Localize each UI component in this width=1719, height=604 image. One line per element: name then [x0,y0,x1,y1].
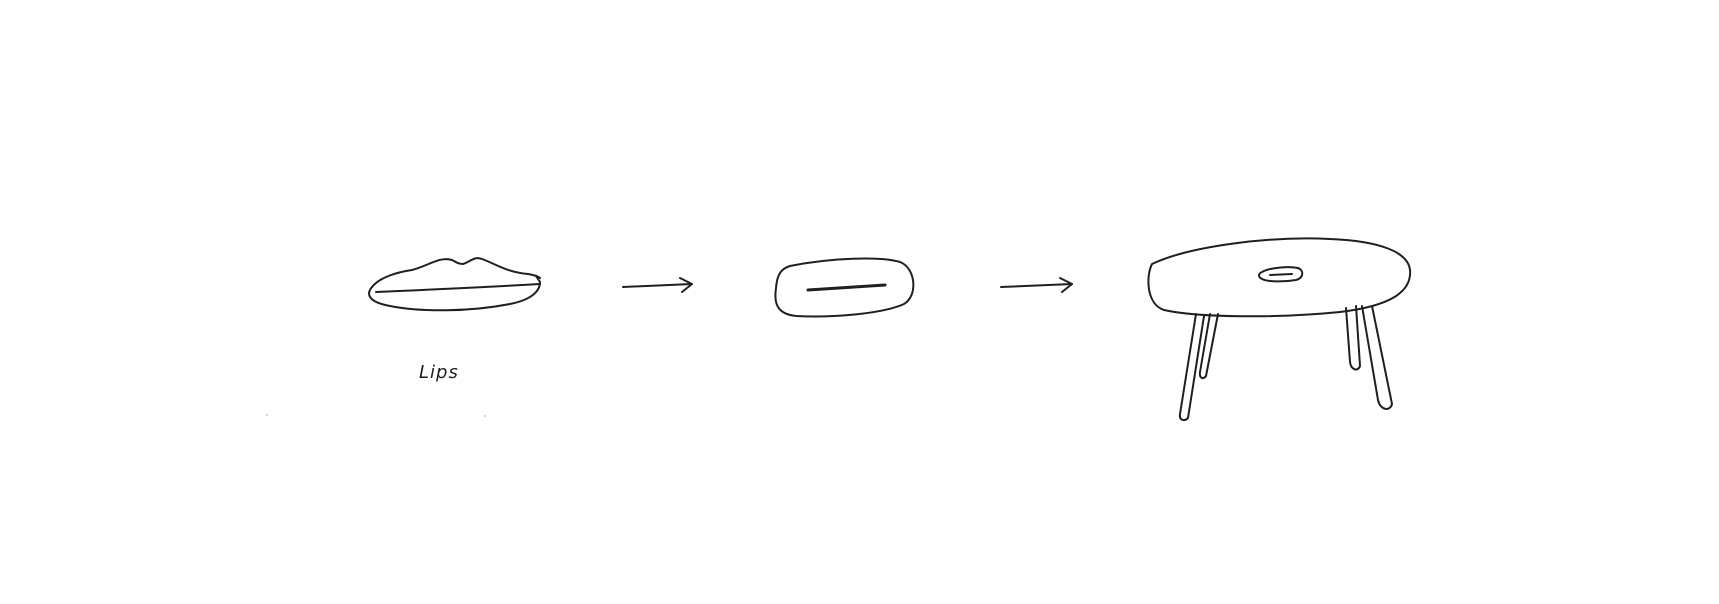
table-leg-back-left [1198,313,1219,380]
table-leg-back-right [1345,305,1361,371]
table-top-slot-inner [1269,273,1293,276]
lips-sketch: Lips [368,257,541,383]
lips-caption: Lips [419,362,459,383]
arrow-2-shaft [1000,283,1073,288]
arrow-2 [1000,277,1073,293]
table-leg-front-right [1361,305,1393,410]
arrow-1 [622,277,693,293]
paper-speck [484,415,486,417]
lips-center-line [375,283,541,293]
arrow-1-head [679,277,693,293]
lips-lower-outline [368,281,541,312]
arrow-2-head [1059,277,1073,293]
side-table-sketch [1147,237,1412,422]
oval-outline [774,257,915,318]
table-leg-front-left [1178,313,1205,422]
oval-slot-line [806,283,887,292]
table-top-outline [1147,237,1412,318]
table-top-slot [1258,266,1304,283]
arrow-1-shaft [622,283,693,288]
oval-slot-sketch [774,257,915,318]
paper-speck [266,414,268,416]
lips-upper-outline [371,257,541,288]
lips-corner-tick [535,275,541,283]
